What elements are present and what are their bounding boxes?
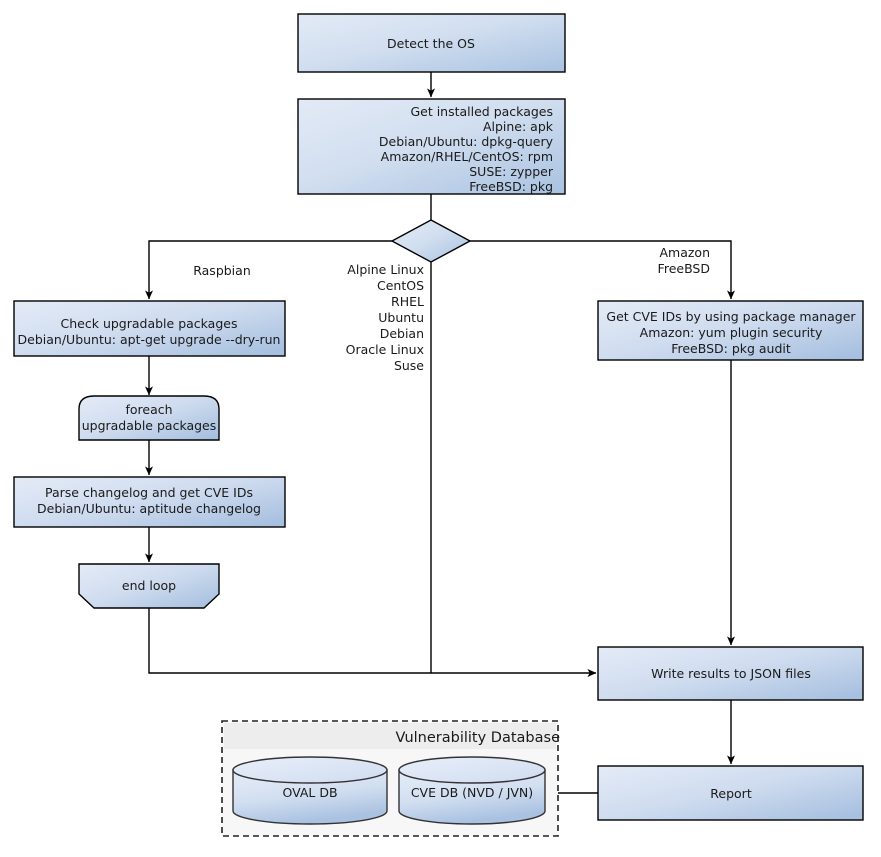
node-report[interactable]: Report [597,765,864,821]
edge-label-amazon-freebsd: Amazon FreeBSD [658,245,710,276]
node-get-installed-packages-line-2: Debian/Ubuntu: dpkg-query [379,134,554,149]
middle-os-line-0: Alpine Linux [347,262,424,277]
edge-endloop-to-write [148,608,597,677]
node-parse-changelog-line-0: Parse changelog and get CVE IDs [45,485,253,500]
edge-decision-raspbian [145,240,392,300]
node-os-decision[interactable] [390,219,472,263]
node-foreach-line-1: upgradable packages [82,418,217,433]
middle-os-line-6: Suse [394,358,424,373]
amazon-freebsd-line-1: FreeBSD [658,261,710,276]
node-get-installed-packages-line-5: FreeBSD: pkg [469,179,553,194]
node-write-results[interactable]: Write results to JSON files [597,646,864,701]
middle-os-line-4: Debian [380,326,424,341]
node-get-cve-ids-line-0: Get CVE IDs by using package manager [606,309,856,324]
node-get-cve-ids-line-2: FreeBSD: pkg audit [671,341,791,356]
node-check-upgradable-line-0: Check upgradable packages [61,316,238,331]
db-cylinder-oval[interactable]: OVAL DB [232,756,388,825]
db-cylinder-oval-label: OVAL DB [282,785,337,800]
group-title-label: Vulnerability Database [396,730,561,746]
node-end-loop[interactable]: end loop [78,563,220,609]
node-get-installed-packages[interactable]: Get installed packages Alpine: apk Debia… [297,98,566,195]
node-get-installed-packages-line-4: SUSE: zypper [469,164,554,179]
node-get-cve-ids[interactable]: Get CVE IDs by using package manager Ama… [597,300,864,361]
group-header-bar [224,723,556,749]
node-write-results-label: Write results to JSON files [651,666,811,681]
node-get-installed-packages-line-0: Get installed packages [410,104,553,119]
db-cylinder-cve-label: CVE DB (NVD / JVN) [411,785,533,800]
node-foreach-line-0: foreach [125,402,172,417]
edge-decision-amazon [470,240,735,300]
node-parse-changelog[interactable]: Parse changelog and get CVE IDs Debian/U… [13,476,286,528]
node-end-loop-label: end loop [122,578,176,593]
node-detect-the-os[interactable]: Detect the OS [297,13,566,73]
amazon-freebsd-line-0: Amazon [659,245,710,260]
edge-label-raspbian: Raspbian [193,263,251,278]
edge-label-middle-os-list: Alpine Linux CentOS RHEL Ubuntu Debian O… [346,262,425,373]
node-detect-the-os-label: Detect the OS [387,36,475,51]
middle-os-line-3: Ubuntu [378,310,424,325]
node-get-installed-packages-line-1: Alpine: apk [483,119,554,134]
node-get-installed-packages-line-3: Amazon/RHEL/CentOS: rpm [381,149,553,164]
db-cylinder-cve[interactable]: CVE DB (NVD / JVN) [398,756,546,825]
middle-os-line-5: Oracle Linux [346,342,424,357]
group-vulnerability-database[interactable]: Vulnerability Database OVAL DB CVE DB (N… [221,720,561,837]
node-get-cve-ids-line-1: Amazon: yum plugin security [640,325,823,340]
node-check-upgradable-line-1: Debian/Ubuntu: apt-get upgrade --dry-run [18,332,281,347]
node-report-label: Report [710,786,752,801]
middle-os-line-2: RHEL [391,294,424,309]
node-check-upgradable-packages[interactable]: Check upgradable packages Debian/Ubuntu:… [13,300,286,357]
middle-os-line-1: CentOS [377,278,424,293]
node-parse-changelog-line-1: Debian/Ubuntu: aptitude changelog [37,501,261,516]
node-foreach-loop[interactable]: foreach upgradable packages [78,395,220,441]
